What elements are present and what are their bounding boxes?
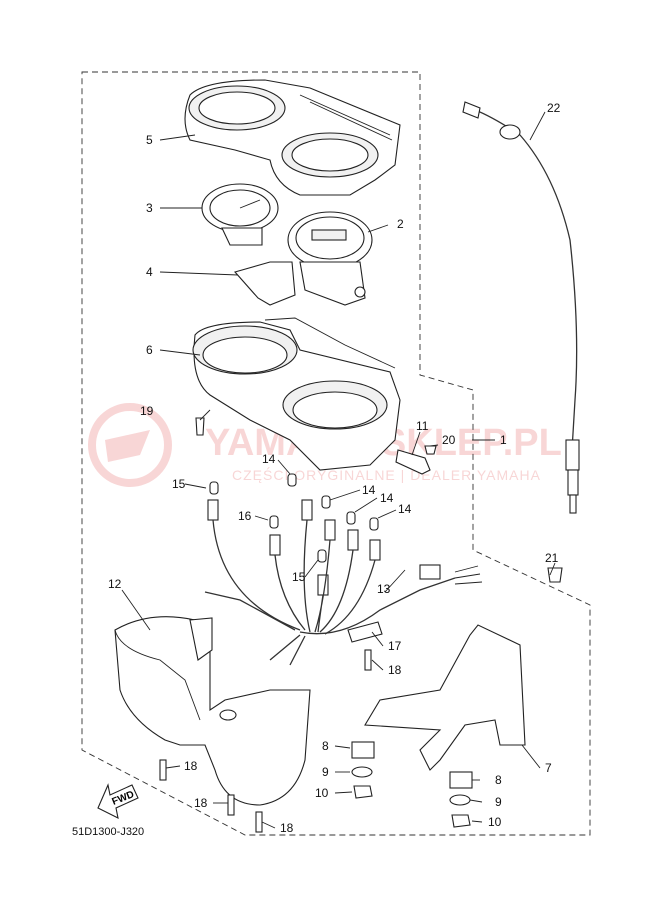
callout-20: 20 xyxy=(442,433,456,447)
callout-4: 4 xyxy=(146,265,153,279)
callout-18a: 18 xyxy=(388,663,402,677)
callout-18d: 18 xyxy=(280,821,294,835)
callout-18b: 18 xyxy=(184,759,198,773)
mounting-hardware xyxy=(351,741,473,828)
callout-22: 22 xyxy=(547,101,561,115)
speedometer-cable xyxy=(462,101,580,514)
callout-10a: 10 xyxy=(315,786,329,800)
meter-cover xyxy=(184,79,401,196)
callout-14b: 14 xyxy=(362,483,376,497)
callout-15a: 15 xyxy=(172,477,186,491)
callout-9a: 9 xyxy=(322,765,329,779)
callout-3: 3 xyxy=(146,201,153,215)
harness-clamp xyxy=(347,621,383,643)
callout-8a: 8 xyxy=(322,739,329,753)
lower-cover xyxy=(114,616,311,806)
callout-14a: 14 xyxy=(262,452,276,466)
watermark-logo xyxy=(88,403,172,487)
callout-2: 2 xyxy=(397,217,404,231)
meter-housing xyxy=(192,317,401,471)
callout-14c: 14 xyxy=(380,491,394,505)
callout-18c: 18 xyxy=(194,796,208,810)
watermark-sub-text: CZĘŚCI ORYGINALNE | DEALER YAMAHA xyxy=(232,466,541,483)
part-code: 51D1300-J320 xyxy=(72,826,144,838)
cable-adapter xyxy=(395,449,431,475)
screw-20 xyxy=(424,445,437,455)
callout-17: 17 xyxy=(388,639,402,653)
callout-14d: 14 xyxy=(398,502,412,516)
callout-15b: 15 xyxy=(292,570,306,584)
fwd-arrow: FWD xyxy=(97,783,139,819)
screw-19 xyxy=(195,417,205,436)
callout-13: 13 xyxy=(377,582,391,596)
callout-12: 12 xyxy=(108,577,122,591)
callout-11: 11 xyxy=(416,419,429,433)
speedometer xyxy=(287,211,373,306)
assembly-boundary xyxy=(81,71,591,836)
leader-lines xyxy=(121,111,556,829)
callout-5: 5 xyxy=(146,133,153,147)
callout-7: 7 xyxy=(545,761,552,775)
callout-21: 21 xyxy=(545,551,559,565)
callout-6: 6 xyxy=(146,343,153,357)
watermark-logo-mark xyxy=(105,430,150,462)
callout-labels: 5 3 2 4 6 22 19 11 20 1 14 15 14 14 14 1… xyxy=(108,101,561,835)
bulbs xyxy=(209,473,379,563)
indicator-panel xyxy=(234,261,296,306)
callout-10b: 10 xyxy=(488,815,502,829)
wiring-harness xyxy=(204,499,483,666)
meter-bracket xyxy=(364,624,526,771)
tachometer xyxy=(201,183,279,246)
callout-1: 1 xyxy=(500,433,507,447)
callout-9b: 9 xyxy=(495,795,502,809)
callout-16: 16 xyxy=(238,509,252,523)
callout-8b: 8 xyxy=(495,773,502,787)
bolts xyxy=(159,649,372,833)
callout-19: 19 xyxy=(140,404,154,418)
